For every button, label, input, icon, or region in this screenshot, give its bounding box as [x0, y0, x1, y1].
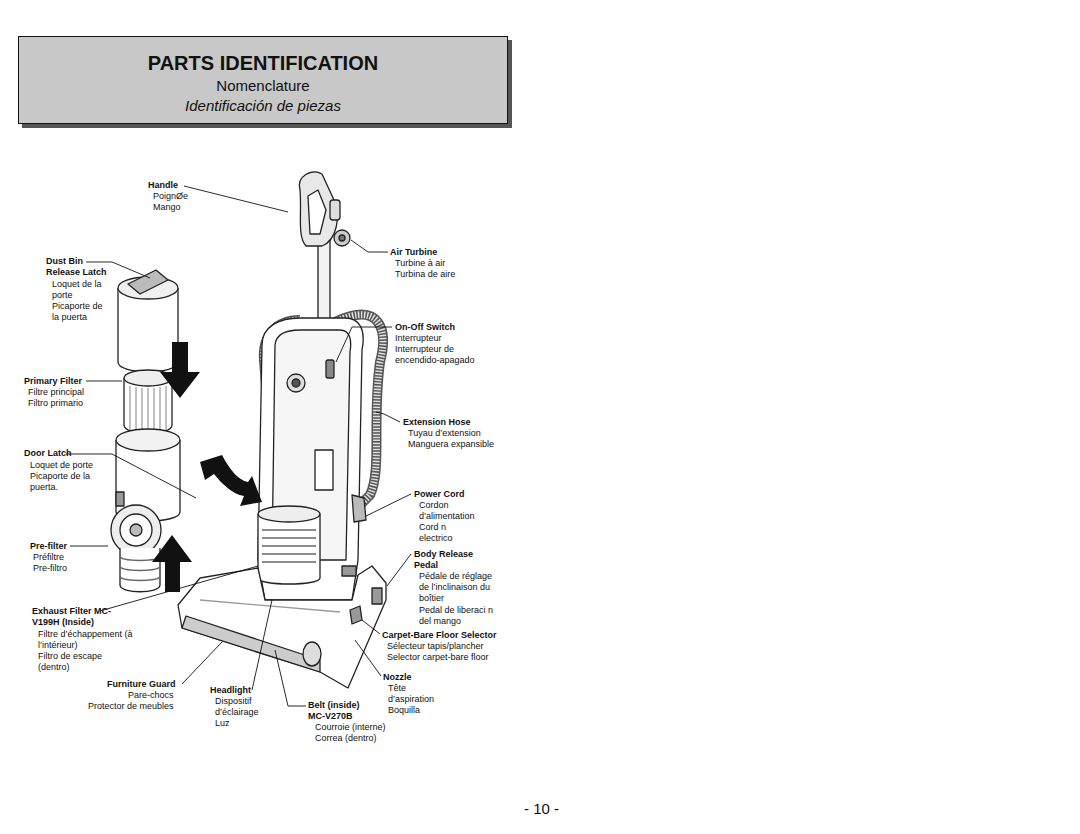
part-name: Body Release Pedal	[414, 549, 486, 571]
part-translation: Tête d’aspiration	[388, 683, 448, 705]
part-translation: Turbine à air	[395, 258, 445, 269]
part-translation: Selector carpet-bare floor	[387, 652, 489, 663]
part-translation: Pedal de liberaci n del mango	[419, 605, 504, 627]
subtitle-text: Identificación de piezas	[27, 97, 499, 115]
part-translation: Pédale de réglage de l’inclinaison du bo…	[419, 571, 504, 604]
title-text: PARTS IDENTIFICATION	[27, 51, 499, 75]
part-translation: Interrupteur	[395, 333, 442, 344]
part-translation: PoignØe	[153, 191, 188, 202]
part-name: Handle	[148, 180, 178, 191]
part-name: Primary Filter	[24, 376, 82, 387]
part-name: Air Turbine	[390, 247, 437, 258]
part-name: Power Cord	[414, 489, 465, 500]
title-box: PARTS IDENTIFICATION NomenclatureIdentifi…	[18, 36, 508, 124]
part-name: Nozzle	[383, 672, 412, 683]
part-name: On-Off Switch	[395, 322, 455, 333]
part-translation: Picaporte de la puerta	[52, 301, 110, 323]
part-translation: Boquilla	[388, 705, 420, 716]
part-translation: Loquet de la porte	[52, 279, 104, 301]
part-name: Dust Bin Release Latch	[46, 256, 118, 278]
part-name: Headlight	[210, 685, 251, 696]
part-name: Furniture Guard	[107, 679, 176, 690]
part-translation: Filtre principal	[28, 387, 84, 398]
part-translation: Protector de meubles	[88, 701, 174, 712]
part-translation: Cordon d’alimentation	[419, 500, 481, 522]
part-translation: Filtre d’échappement (à l’intérieur)	[38, 629, 138, 651]
part-translation: Manguera expansible	[408, 439, 494, 450]
part-translation: Courroie (interne)	[315, 722, 386, 733]
part-translation: Luz	[215, 718, 230, 729]
subtitle-text: Nomenclature	[27, 77, 499, 95]
part-translation: Correa (dentro)	[315, 733, 377, 744]
part-name: Belt (inside) MC-V270B	[308, 700, 378, 722]
part-translation: Tuyau d’extension	[408, 428, 481, 439]
part-translation: Loquet de porte	[30, 460, 93, 471]
part-name: Carpet-Bare Floor Selector	[382, 630, 497, 641]
page-number: - 10 -	[524, 800, 559, 818]
part-translation: Interrupteur de encendido-apagado	[395, 344, 487, 366]
part-translation: Cord n electrico	[419, 522, 469, 544]
part-name: Exhaust Filter MC-V199H (Inside)	[32, 606, 122, 628]
part-translation: Turbina de aire	[395, 269, 455, 280]
part-name: Door Latch	[24, 448, 72, 459]
part-name: Extension Hose	[403, 417, 471, 428]
part-translation: Filtro de escape (dentro)	[38, 651, 118, 673]
part-translation: Mango	[153, 202, 181, 213]
part-translation: Filtro primario	[28, 398, 83, 409]
part-name: Pre-filter	[30, 541, 67, 552]
part-translation: Pre-filtro	[33, 563, 67, 574]
part-translation: Picaporte de la puerta.	[30, 471, 102, 493]
part-translation: Préfiltre	[33, 552, 64, 563]
part-translation: Sélecteur tapis/plancher	[387, 641, 484, 652]
part-translation: Dispositif d’éclairage	[215, 696, 275, 718]
part-translation: Pare-chocs	[128, 690, 174, 701]
